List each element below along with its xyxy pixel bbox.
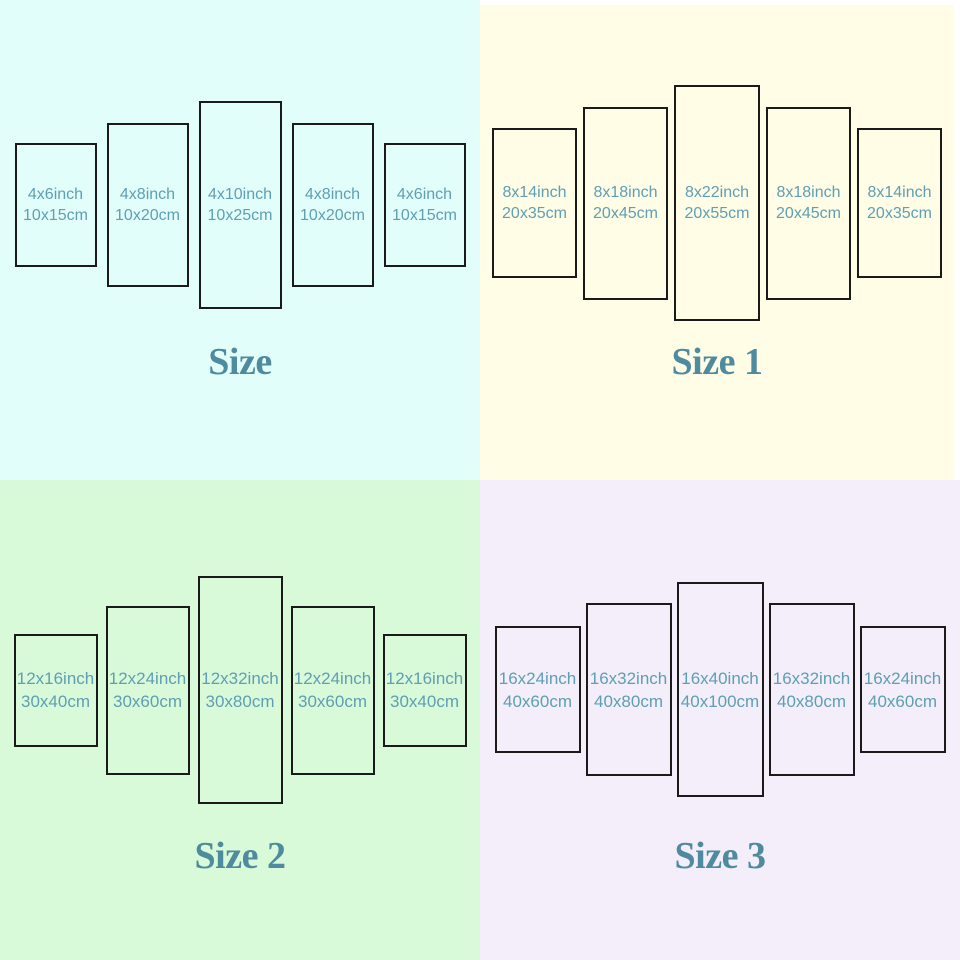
panel-size-label: 16x32inch 40x80cm [590, 667, 668, 713]
panel-size-inch: 16x32inch [772, 668, 851, 688]
panel-frame: 8x18inch 20x45cm [766, 106, 851, 300]
panel-size-cm: 30x40cm [21, 692, 90, 711]
panel-size-cm: 20x55cm [684, 205, 750, 222]
panel-frame: 4x6inch 10x15cm [14, 143, 97, 267]
panel-size-inch: 8x18inch [593, 184, 658, 201]
panel-size-inch: 16x24inch [498, 668, 577, 688]
panel-size-inch: 8x14inch [867, 184, 932, 201]
panel-size-label: 16x40inch 40x100cm [681, 667, 759, 713]
panel-size-cm: 40x60cm [503, 691, 572, 711]
panel-size-inch: 4x6inch [396, 186, 453, 203]
panel-frame: 8x14inch 20x35cm [492, 128, 577, 278]
panel-frame: 16x40inch 40x100cm [676, 582, 764, 797]
panel-frame: 12x16inch 30x40cm [13, 633, 98, 747]
panel-size-cm: 10x15cm [392, 207, 457, 224]
size-title: Size [208, 341, 272, 383]
panel-size-inch: 4x8inch [304, 186, 361, 203]
panel-frame: 16x24inch 40x60cm [494, 626, 581, 753]
panel-size-cm: 20x35cm [867, 205, 932, 222]
panel-size-cm: 20x45cm [593, 205, 658, 222]
panel-size-label: 8x18inch 20x45cm [593, 182, 658, 224]
panel-size-label: 8x22inch 20x55cm [685, 182, 750, 224]
panel-size-inch: 12x24inch [108, 669, 187, 688]
quadrant-size-1: 8x14inch 20x35cm 8x18inch 20x45cm 8x22in… [480, 0, 960, 480]
panel-frame: 8x18inch 20x45cm [583, 106, 668, 300]
panel-size-inch: 12x16inch [385, 669, 464, 688]
quadrant-size-3: 16x24inch 40x60cm 16x32inch 40x80cm 16x4… [480, 480, 960, 960]
panel-size-label: 4x6inch 10x15cm [392, 184, 457, 226]
panel-size-label: 4x6inch 10x15cm [23, 184, 88, 226]
panel-size-cm: 10x20cm [115, 207, 180, 224]
panel-size-inch: 4x10inch [207, 186, 273, 203]
panel-frame: 4x10inch 10x25cm [198, 101, 282, 309]
size-title: Size 2 [194, 835, 286, 877]
panel-size-label: 16x24inch 40x60cm [499, 667, 577, 713]
panel-frame: 12x16inch 30x40cm [382, 633, 467, 747]
panel-size-cm: 40x80cm [777, 691, 846, 711]
panel-row: 16x24inch 40x60cm 16x32inch 40x80cm 16x4… [480, 582, 960, 797]
panel-row: 8x14inch 20x35cm 8x18inch 20x45cm 8x22in… [480, 85, 954, 321]
panel-size-label: 16x24inch 40x60cm [864, 667, 942, 713]
panel-size-cm: 40x60cm [868, 691, 937, 711]
panel-size-label: 8x14inch 20x35cm [867, 182, 932, 224]
panel-size-inch: 4x8inch [119, 186, 176, 203]
panel-size-label: 4x8inch 10x20cm [300, 184, 365, 226]
panel-size-cm: 40x80cm [594, 691, 663, 711]
panel-size-inch: 12x32inch [201, 669, 279, 688]
panel-size-inch: 16x40inch [681, 668, 759, 688]
panel-frame: 12x32inch 30x80cm [197, 576, 283, 804]
panel-row: 12x16inch 30x40cm 12x24inch 30x60cm 12x3… [0, 576, 480, 804]
panel-size-cm: 40x100cm [680, 691, 760, 711]
panel-size-inch: 12x24inch [293, 669, 372, 688]
panel-size-inch: 8x22inch [684, 184, 750, 201]
panel-size-inch: 8x18inch [776, 184, 841, 201]
panel-size-label: 12x24inch 30x60cm [294, 667, 372, 713]
panel-size-label: 16x32inch 40x80cm [773, 667, 851, 713]
panel-frame: 8x14inch 20x35cm [857, 128, 942, 278]
panel-size-cm: 20x35cm [502, 205, 567, 222]
panel-size-label: 12x16inch 30x40cm [386, 667, 464, 713]
panel-frame: 4x6inch 10x15cm [383, 143, 466, 267]
panel-frame: 12x24inch 30x60cm [105, 605, 190, 775]
panel-frame: 16x32inch 40x80cm [768, 603, 855, 776]
panel-size-inch: 16x24inch [863, 668, 942, 688]
panel-size-cm: 20x45cm [776, 205, 841, 222]
panel-frame: 16x32inch 40x80cm [585, 603, 672, 776]
panel-size-label: 4x10inch 10x25cm [208, 184, 273, 226]
panel-size-label: 12x16inch 30x40cm [17, 667, 95, 713]
panel-frame: 16x24inch 40x60cm [859, 626, 946, 753]
panel-frame: 4x8inch 10x20cm [106, 123, 189, 287]
panel-size-label: 8x14inch 20x35cm [502, 182, 567, 224]
panel-size-label: 4x8inch 10x20cm [115, 184, 180, 226]
panel-size-label: 12x24inch 30x60cm [109, 667, 187, 713]
panel-size-label: 8x18inch 20x45cm [776, 182, 841, 224]
size-title: Size 3 [674, 835, 766, 877]
quadrant-size-2: 12x16inch 30x40cm 12x24inch 30x60cm 12x3… [0, 480, 480, 960]
panel-size-cm: 10x20cm [300, 207, 365, 224]
panel-size-cm: 30x80cm [205, 692, 275, 711]
panel-size-inch: 16x32inch [589, 668, 668, 688]
panel-row: 4x6inch 10x15cm 4x8inch 10x20cm 4x10inch… [0, 101, 480, 309]
panel-size-inch: 12x16inch [16, 669, 95, 688]
panel-size-cm: 10x25cm [207, 207, 273, 224]
panel-size-cm: 30x40cm [390, 692, 459, 711]
quadrant-size: 4x6inch 10x15cm 4x8inch 10x20cm 4x10inch… [0, 0, 480, 480]
panel-size-cm: 30x60cm [113, 692, 182, 711]
panel-frame: 8x22inch 20x55cm [674, 85, 760, 321]
panel-size-cm: 30x60cm [298, 692, 367, 711]
size-title: Size 1 [671, 341, 763, 383]
panel-frame: 12x24inch 30x60cm [290, 605, 375, 775]
panel-size-inch: 4x6inch [27, 186, 84, 203]
panel-size-inch: 8x14inch [502, 184, 567, 201]
panel-size-label: 12x32inch 30x80cm [201, 667, 279, 713]
panel-frame: 4x8inch 10x20cm [291, 123, 374, 287]
panel-size-cm: 10x15cm [23, 207, 88, 224]
